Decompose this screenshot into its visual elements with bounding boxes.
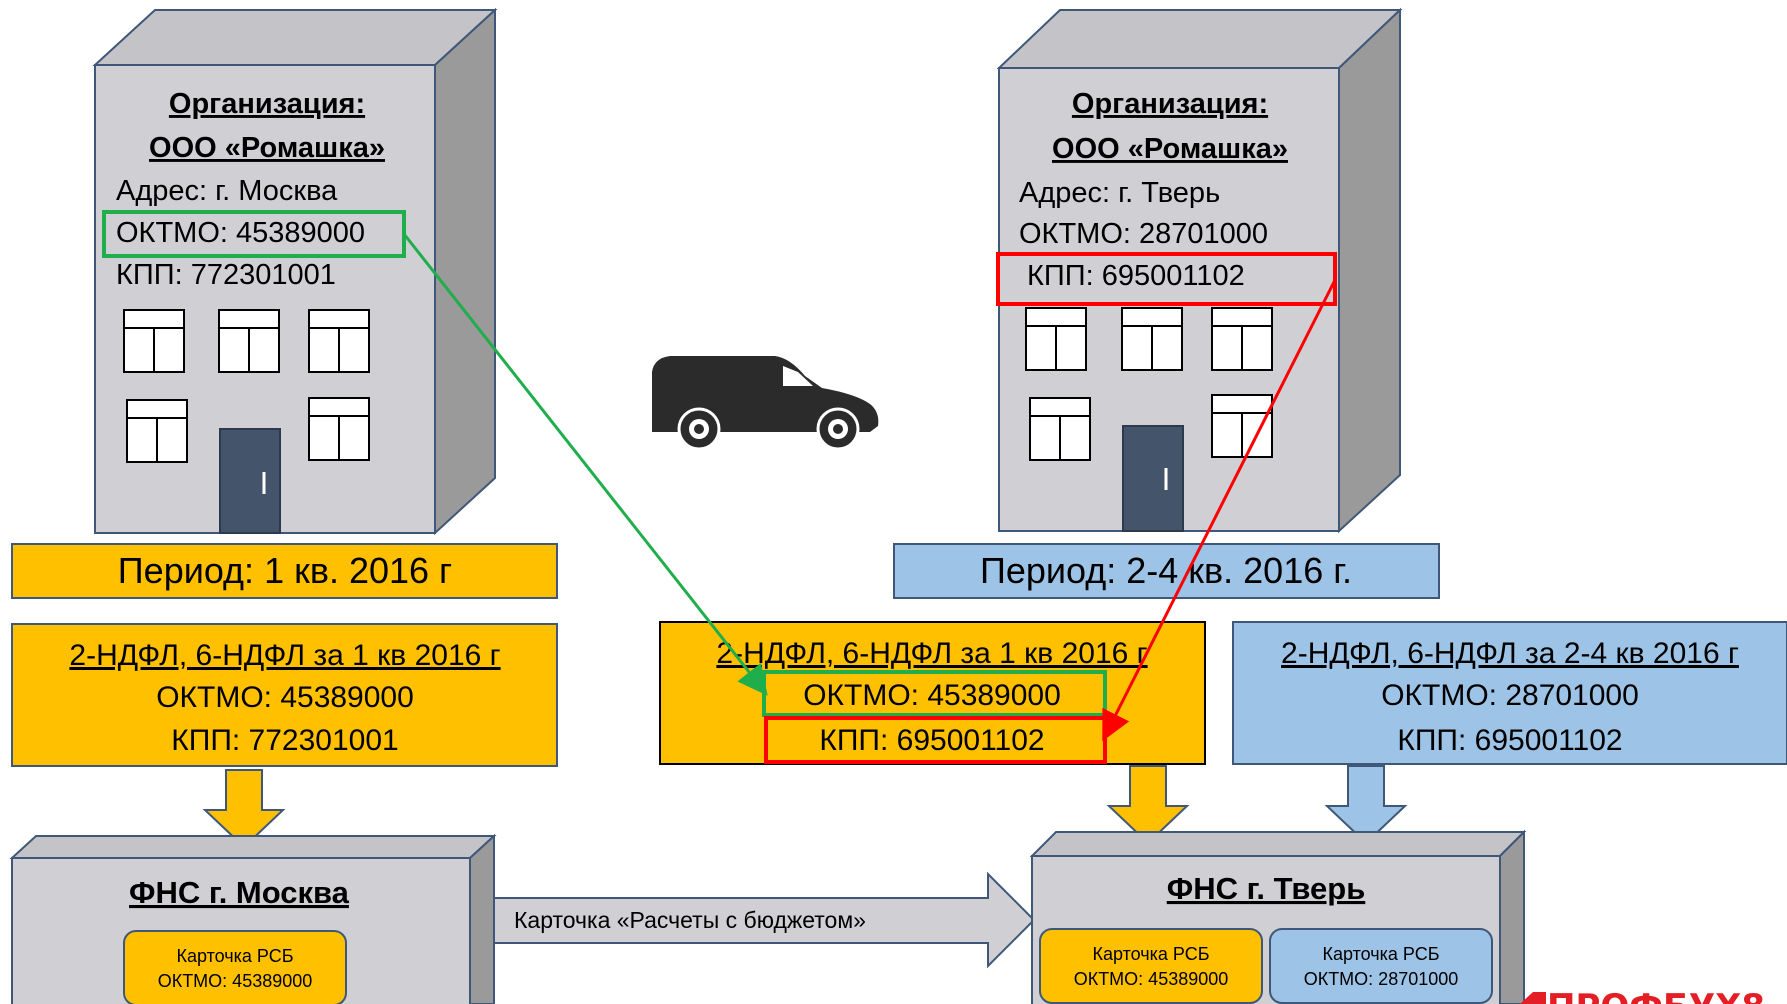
- fns-moscow-card-line2: ОКТМО: 45389000: [158, 971, 313, 991]
- right-org-name: ООО «Ромашка»: [1052, 133, 1288, 165]
- report-middle-oktmo: ОКТМО: 45389000: [803, 679, 1061, 712]
- report-left: 2-НДФЛ, 6-НДФЛ за 1 кв 2016 г ОКТМО: 453…: [11, 623, 558, 767]
- right-kpp: КПП: 695001102: [1027, 260, 1245, 292]
- window: [1029, 397, 1091, 461]
- right-address: Адрес: г. Тверь: [1019, 177, 1220, 209]
- report-middle: 2-НДФЛ, 6-НДФЛ за 1 кв 2016 г ОКТМО: 453…: [659, 621, 1206, 765]
- window: [126, 399, 188, 463]
- report-left-oktmo: ОКТМО: 45389000: [156, 681, 414, 714]
- report-right-kpp: КПП: 695001102: [1397, 724, 1622, 757]
- fns-moscow-title: ФНС г. Москва: [129, 875, 350, 910]
- right-building-roof: [996, 9, 1403, 69]
- period-right-bar: [893, 543, 1440, 599]
- period-left: Период: 1 кв. 2016 г: [118, 550, 452, 591]
- left-building-roof: [92, 9, 498, 66]
- report-right-title: 2-НДФЛ, 6-НДФЛ за 2-4 кв 2016 г: [1281, 637, 1739, 670]
- connector-kpp-arrow: [1102, 279, 1337, 742]
- left-door: [219, 428, 281, 534]
- window: [308, 309, 370, 373]
- right-building: Организация: ООО «Ромашка» Адрес: г. Тве…: [996, 7, 1403, 534]
- fns-moscow-card-line1: Карточка РСБ: [176, 946, 293, 966]
- left-building-side: [434, 7, 496, 536]
- fns-tver-card-2-line1: Карточка РСБ: [1322, 944, 1439, 964]
- left-org-name: ООО «Ромашка»: [149, 132, 385, 164]
- fns-tver-card-2: [1269, 928, 1493, 1004]
- report-left-kpp: КПП: 772301001: [171, 724, 398, 757]
- left-kpp: КПП: 772301001: [116, 259, 336, 291]
- window: [308, 397, 370, 461]
- report-left-title: 2-НДФЛ, 6-НДФЛ за 1 кв 2016 г: [69, 639, 500, 672]
- transfer-arrow: [493, 871, 1036, 969]
- window: [1211, 307, 1273, 371]
- fns-moscow: ФНС г. Москва Карточка РСБ ОКТМО: 453890…: [9, 833, 497, 1004]
- left-oktmo: ОКТМО: 45389000: [116, 217, 365, 249]
- connector-oktmo-arrow: [402, 233, 768, 696]
- transfer-arrow-label: Карточка «Расчеты с бюджетом»: [514, 907, 866, 933]
- fns-tver-title: ФНС г. Тверь: [1167, 871, 1366, 906]
- arrow-down-middle: [1106, 765, 1190, 845]
- period-right: Период: 2-4 кв. 2016 г.: [980, 550, 1352, 591]
- fns-moscow-card: [123, 930, 347, 1004]
- logo-mark: [1520, 992, 1546, 1004]
- right-kpp-highlight: [996, 252, 1337, 306]
- window: [123, 309, 185, 373]
- fns-tver-card-1: [1039, 928, 1263, 1004]
- right-org-label: Организация:: [1072, 88, 1268, 120]
- report-right-oktmo: ОКТМО: 28701000: [1381, 679, 1639, 712]
- window: [218, 309, 280, 373]
- left-windows: [123, 309, 370, 463]
- right-windows: [1025, 307, 1273, 461]
- left-address: Адрес: г. Москва: [116, 175, 338, 207]
- left-org-label: Организация:: [169, 88, 365, 120]
- report-middle-kpp: КПП: 695001102: [819, 724, 1044, 757]
- van-icon: [652, 356, 879, 451]
- right-door: [1122, 425, 1184, 532]
- fns-tver-card-2-line2: ОКТМО: 28701000: [1304, 969, 1459, 989]
- report-right: 2-НДФЛ, 6-НДФЛ за 2-4 кв 2016 г ОКТМО: 2…: [1232, 621, 1787, 765]
- fns-tver: ФНС г. Тверь Карточка РСБ ОКТМО: 4538900…: [1029, 829, 1527, 1004]
- logo-text: ПРОФБУХ8: [1547, 987, 1765, 1004]
- window: [1121, 307, 1183, 371]
- fns-tver-card-1-line2: ОКТМО: 45389000: [1074, 969, 1229, 989]
- left-building: Организация: ООО «Ромашка» Адрес: г. Мос…: [92, 7, 498, 536]
- arrow-down-left: [202, 769, 286, 849]
- window: [1025, 307, 1087, 371]
- fns-tver-card-1-line1: Карточка РСБ: [1092, 944, 1209, 964]
- report-middle-title: 2-НДФЛ, 6-НДФЛ за 1 кв 2016 г: [716, 637, 1147, 670]
- arrow-down-right: [1324, 765, 1408, 845]
- profbukh-logo: ПРОФБУХ8: [1520, 987, 1765, 1004]
- right-oktmo: ОКТМО: 28701000: [1019, 218, 1268, 250]
- right-building-side: [1338, 7, 1401, 534]
- period-left-bar: [11, 543, 558, 599]
